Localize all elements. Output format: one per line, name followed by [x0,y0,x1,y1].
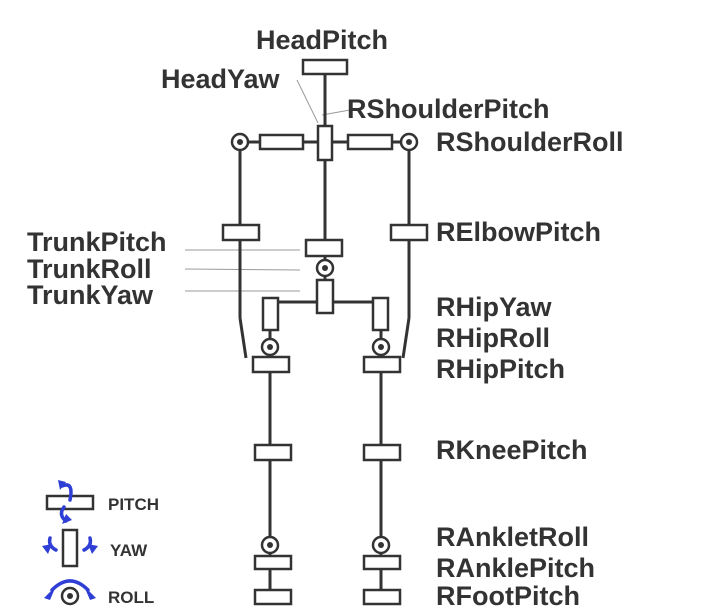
legend-roll-label: ROLL [108,588,154,607]
label-r-shoulder-roll: RShoulderRoll [436,127,624,157]
l-elbow-pitch-joint [221,223,261,242]
l-hip-pitch-joint [251,355,291,374]
label-r-ankle-roll: RAnkletRoll [436,522,589,552]
l-ankle-pitch-joint [253,554,293,571]
label-r-knee-pitch: RKneePitch [436,435,588,465]
label-trunk-pitch: TrunkPitch [27,227,167,257]
r-shoulder-pitch-joint [346,133,394,151]
trunk-pitch-joint [304,238,344,258]
legend-pitch-label: PITCH [108,495,159,514]
label-r-ankle-pitch: RAnklePitch [436,553,595,583]
label-r-shoulder-pitch: RShoulderPitch [347,94,550,124]
joint-labels: HeadPitch HeadYaw RShoulderPitch RShould… [27,25,624,611]
head-pitch-joint [301,58,349,76]
label-r-hip-roll: RHipRoll [436,323,550,353]
legend-roll: ROLL [44,579,154,607]
legend: PITCH YAW ROLL [42,480,159,607]
label-head-pitch: HeadPitch [256,25,388,55]
leader-lines [184,79,351,292]
r-hip-pitch-joint [362,355,402,374]
legend-yaw-label: YAW [110,541,148,560]
r-foot-pitch-joint [362,588,402,606]
joints [221,58,429,606]
legend-pitch: PITCH [45,480,159,524]
r-elbow-pitch-joint [389,223,429,242]
label-trunk-roll: TrunkRoll [27,254,152,284]
label-r-elbow-pitch: RElbowPitch [436,217,601,247]
label-r-foot-pitch: RFootPitch [436,581,580,611]
trunkroll-leader [184,268,301,271]
label-r-hip-yaw: RHipYaw [436,292,553,322]
rshoulderpitch-leader [321,109,351,116]
r-ankle-pitch-joint [362,554,402,571]
label-r-hip-pitch: RHipPitch [436,354,565,384]
headyaw-leader [296,79,319,124]
yaw-arrow-right-icon [82,536,93,552]
pitch-arrow-up-icon [60,483,73,502]
l-hip-yaw-joint [261,296,280,332]
r-hip-yaw-joint [371,296,390,332]
r-knee-pitch-joint [362,443,402,462]
l-shoulder-pitch-joint [258,133,305,151]
yaw-arrow-left-icon [47,536,58,552]
trunk-yaw-joint [315,278,335,315]
head-yaw-joint [316,124,334,162]
yaw-symbol-icon [61,528,79,568]
l-foot-pitch-joint [253,588,293,606]
legend-yaw: YAW [42,528,148,568]
l-knee-pitch-joint [253,443,293,462]
label-trunk-yaw: TrunkYaw [27,280,154,310]
label-head-yaw: HeadYaw [161,64,281,94]
